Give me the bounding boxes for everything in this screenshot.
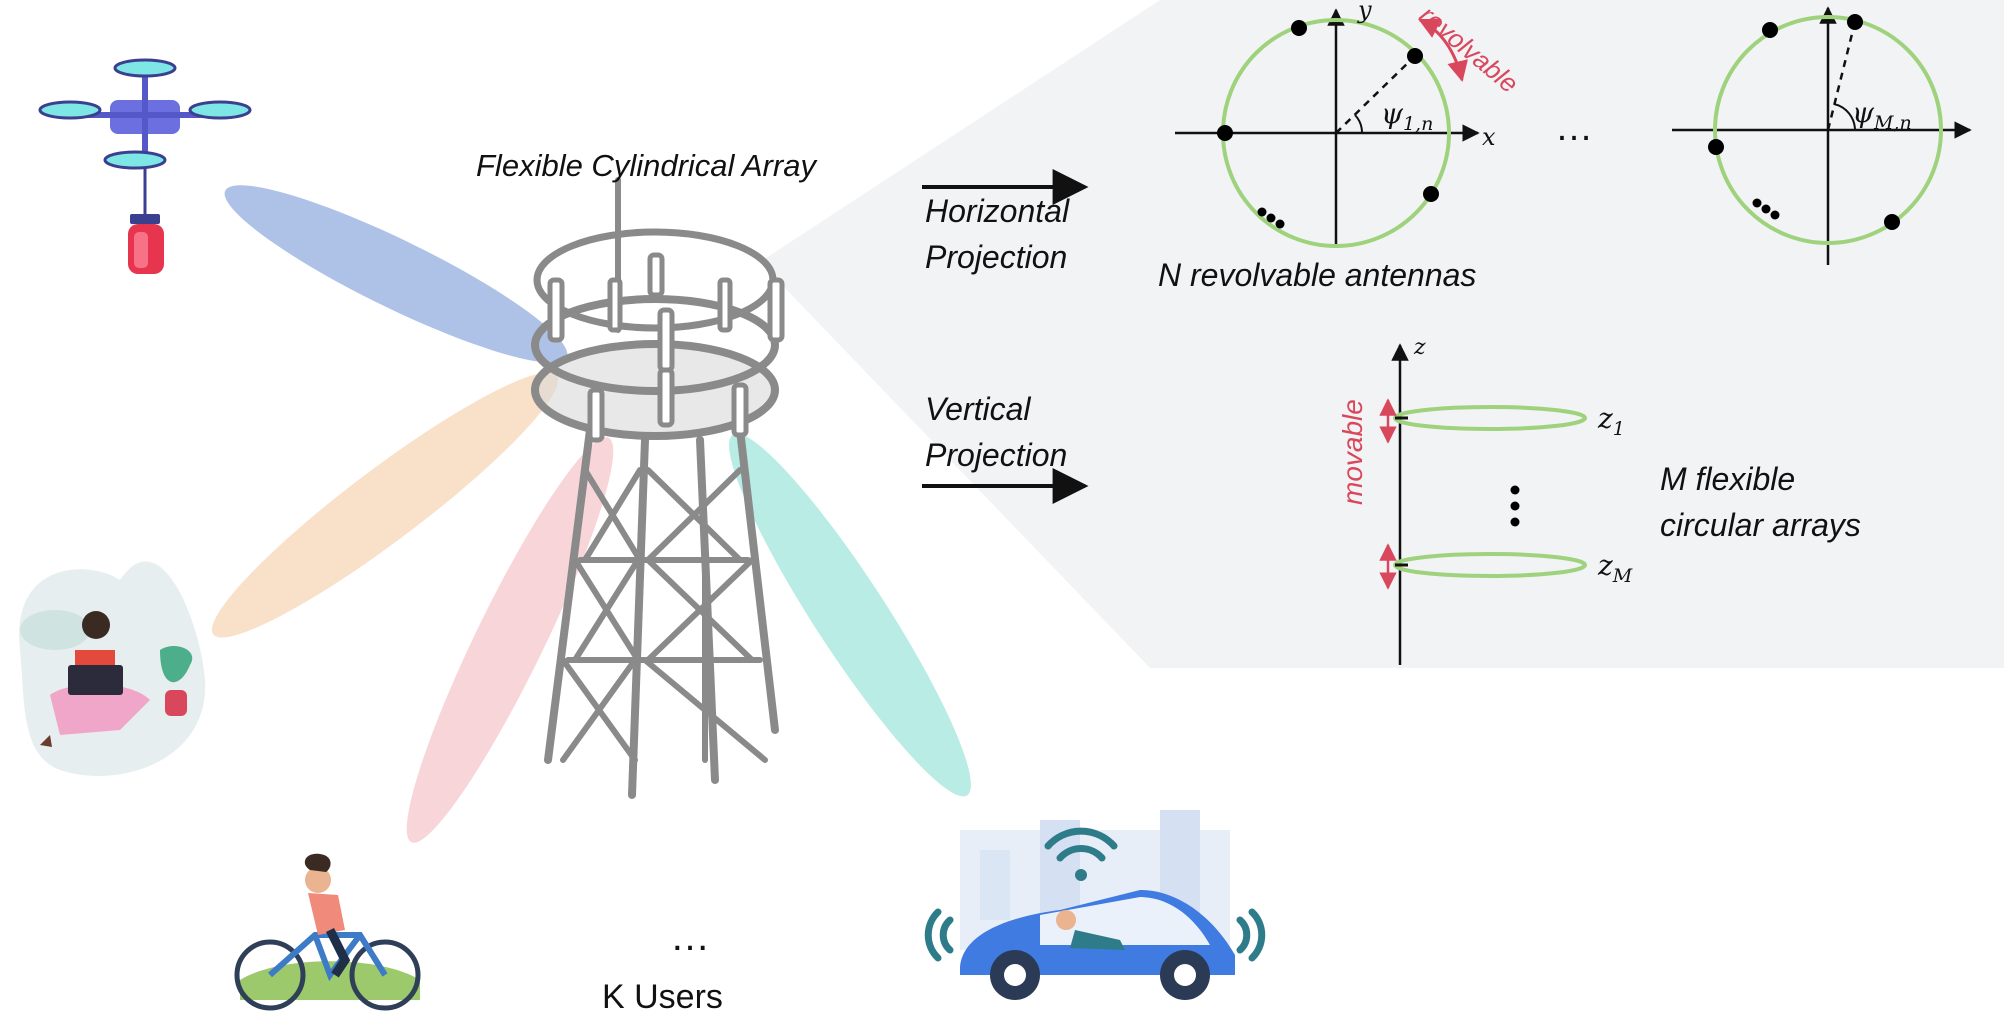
- circles-ellipsis: …: [1555, 107, 1593, 149]
- drone-icon: [38, 58, 252, 274]
- laptop-user-icon: [19, 561, 206, 776]
- psi-1n-label: ψ1,n: [1381, 97, 1433, 135]
- movable-label: movable: [1337, 399, 1368, 505]
- users-ellipsis: …: [670, 915, 710, 959]
- axis-x: x: [1482, 123, 1496, 151]
- beams: [211, 185, 971, 843]
- antenna-dot: [1762, 22, 1778, 38]
- beam-laptop-user: [211, 372, 559, 638]
- zM-label: zM: [1597, 549, 1633, 587]
- beam-drone: [224, 185, 568, 363]
- users-label: K Users: [602, 978, 723, 1016]
- beam-car: [729, 433, 971, 797]
- flexible-label-line2: circular arrays: [1660, 507, 1861, 543]
- horizontal-label-line1: Horizontal: [925, 193, 1070, 229]
- horizontal-label-line2: Projection: [925, 239, 1067, 275]
- cyclist-icon: [234, 853, 421, 1011]
- psi-Mn-label: ψM,n: [1852, 96, 1912, 134]
- circle-1n: [1175, 8, 1480, 248]
- antenna-dot: [1708, 139, 1724, 155]
- flexible-label-line1: M flexible: [1660, 461, 1795, 497]
- axis-y: y: [1357, 0, 1372, 24]
- beam-cyclist: [406, 437, 614, 843]
- car-user-icon: [924, 810, 1266, 1000]
- antenna-dot: [1291, 20, 1307, 36]
- tower-icon: [531, 177, 785, 799]
- vertical-label-line1: Vertical: [925, 391, 1031, 427]
- antennas-label: N revolvable antennas: [1158, 257, 1476, 293]
- vertical-label-line2: Projection: [925, 437, 1067, 473]
- array-title: Flexible Cylindrical Array: [476, 148, 818, 183]
- antenna-dot: [1423, 186, 1439, 202]
- antenna-dot: [1884, 214, 1900, 230]
- z1-label: z1: [1597, 402, 1625, 440]
- axis-z: z: [1413, 335, 1426, 360]
- antenna-dot: [1847, 14, 1863, 30]
- circle-Mn: [1672, 6, 1972, 265]
- vertical-projection: [1379, 343, 1587, 665]
- antenna-dot: [1407, 48, 1423, 64]
- antenna-dot: [1217, 125, 1233, 141]
